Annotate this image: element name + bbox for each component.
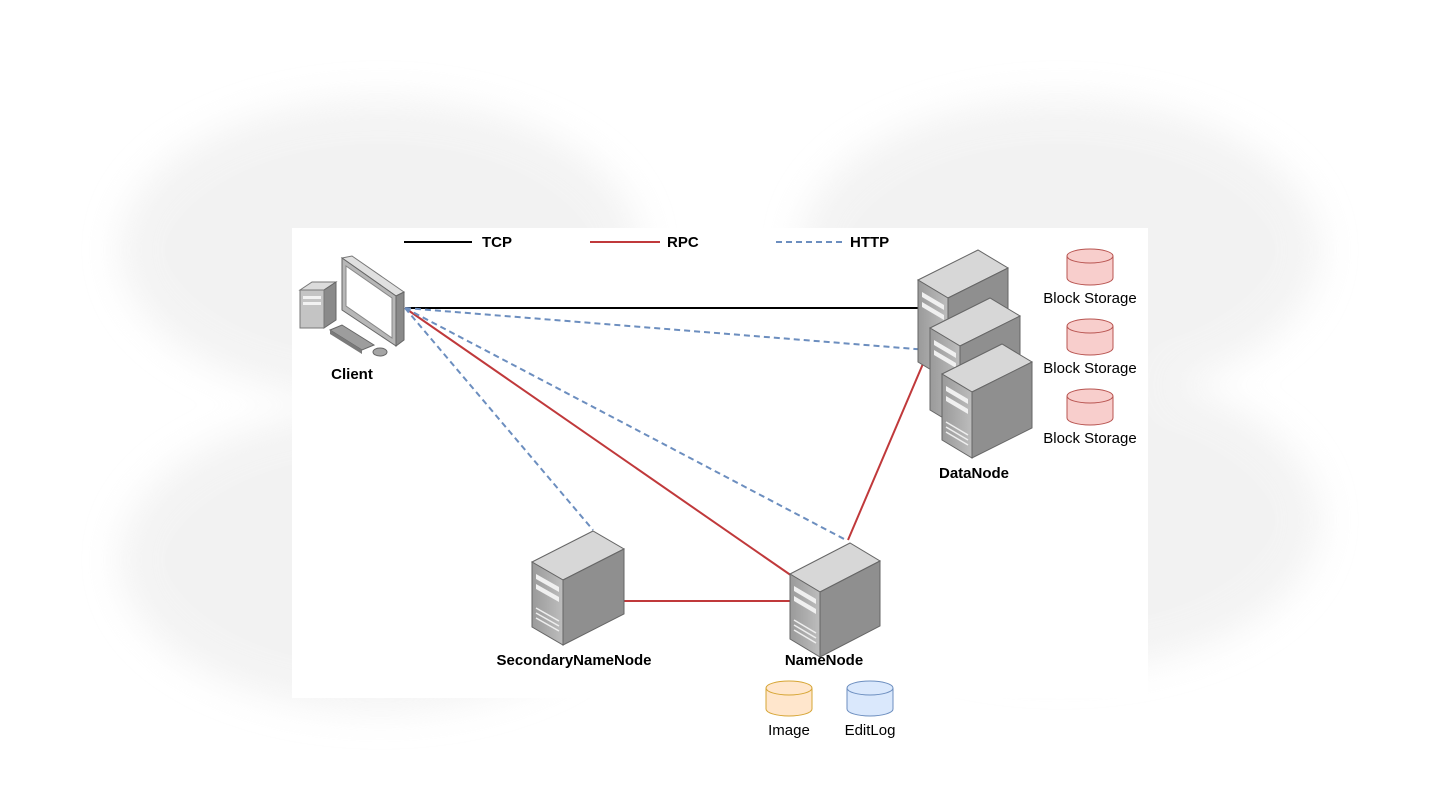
image-storage: Image (765, 680, 813, 739)
legend-http-label: HTTP (850, 234, 889, 251)
namenode-label: NameNode (785, 652, 863, 669)
legend-tcp-label: TCP (482, 234, 512, 251)
editlog-storage: EditLog (845, 680, 896, 739)
connections (404, 307, 929, 602)
datanode-server-stack (916, 249, 1034, 459)
namenode-server-icon (788, 542, 882, 658)
block-storage-2: Block Storage (1043, 318, 1137, 377)
block-storage-3: Block Storage (1043, 388, 1137, 447)
namenode-datanode-rpc (847, 351, 929, 541)
client-namenode-http (404, 307, 847, 541)
client-datanode-http (404, 307, 929, 351)
secondary-namenode-server-icon (530, 530, 626, 646)
block-storage-1: Block Storage (1043, 248, 1137, 307)
client-namenode-rpc (404, 307, 793, 577)
client-computer-icon (298, 255, 405, 357)
block-storage-label: Block Storage (1043, 290, 1136, 307)
secondary-namenode-label: SecondaryNameNode (496, 652, 651, 669)
editlog-label: EditLog (845, 722, 896, 739)
block-storage-label: Block Storage (1043, 360, 1136, 377)
datanode-server-icon (940, 343, 1034, 459)
datanode-label: DataNode (939, 465, 1009, 482)
block-storage-label: Block Storage (1043, 430, 1136, 447)
client-label: Client (331, 366, 373, 383)
legend-rpc-label: RPC (667, 234, 699, 251)
client-secondary-http (404, 307, 594, 531)
legend: TCP RPC HTTP (404, 234, 889, 251)
image-label: Image (768, 722, 810, 739)
